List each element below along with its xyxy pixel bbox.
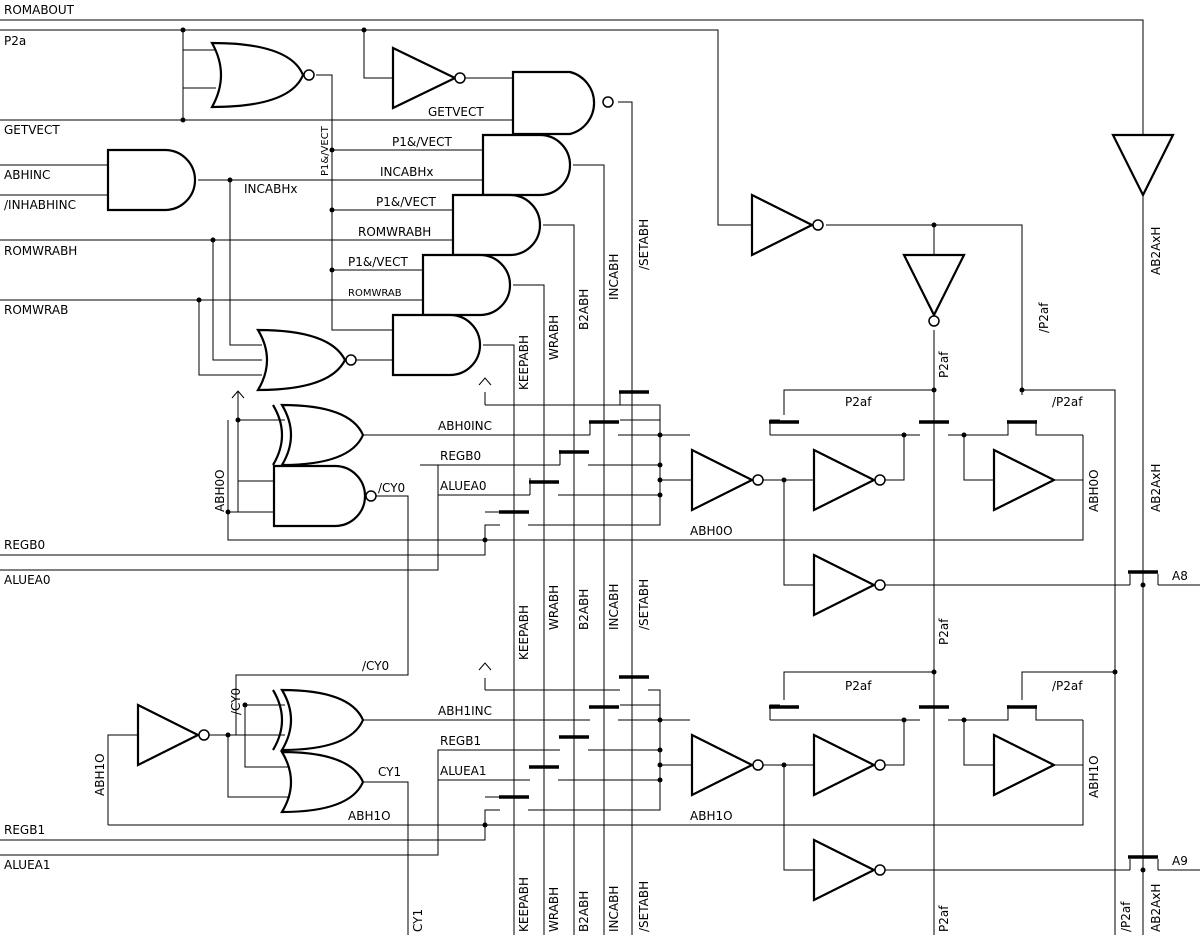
label-np2af-vert-bot: /P2af (1119, 901, 1133, 932)
label-incabh-top: INCABH (607, 254, 621, 300)
label-a8: A8 (1172, 569, 1188, 583)
label-romwrabh: ROMWRABH (4, 244, 77, 258)
label-aluea1: ALUEA1 (4, 858, 51, 872)
label-cy1: CY1 (378, 765, 401, 779)
label-b2abh-top: B2ABH (577, 289, 591, 330)
label-p2a: P2a (4, 34, 26, 48)
label-ab2axh-1: AB2AxH (1149, 227, 1163, 275)
label-abh1o-gate: ABH1O (348, 809, 391, 823)
label-wrabh-bot: WRABH (547, 887, 561, 932)
label-keepabh-bot: KEEPABH (517, 877, 531, 932)
label-p2af-vert-2: P2af (937, 618, 951, 645)
p2af-drivers (783, 224, 1116, 700)
gates (106, 41, 1175, 392)
label-incabhx-2: INCABHx (244, 182, 297, 196)
bit0-slice (0, 377, 1200, 735)
label-setabh-bot: /SETABH (637, 881, 651, 932)
label-np2af-h1: /P2af (1052, 395, 1083, 409)
label-setabh-mid: /SETABH (637, 579, 651, 630)
label-incabh-bot: INCABH (607, 886, 621, 932)
label-a9: A9 (1172, 854, 1188, 868)
bit1-slice (0, 662, 1200, 935)
label-abhinc: ABHINC (4, 168, 50, 182)
label-np2af-vert: /P2af (1037, 302, 1051, 333)
label-inhabhinc: /INHABHINC (4, 198, 76, 212)
label-abh1o-h: ABH1O (690, 809, 733, 823)
label-p1vect-vert: P1&/VECT (320, 125, 331, 176)
label-p2af-h1: P2af (845, 395, 872, 409)
label-p2af-vert-3: P2af (937, 905, 951, 932)
label-ncy0-b: /CY0 (362, 659, 389, 673)
label-abh0o-h: ABH0O (690, 524, 733, 538)
label-abh0inc: ABH0INC (438, 419, 492, 433)
label-keepabh-mid: KEEPABH (517, 605, 531, 660)
label-p1vect-1: P1&/VECT (392, 135, 452, 149)
label-regb1: REGB1 (4, 823, 45, 837)
label-aluea1-wire: ALUEA1 (440, 764, 487, 778)
label-romabout: ROMABOUT (4, 3, 75, 17)
label-romwrabh-wire: ROMWRABH (358, 225, 431, 239)
label-ncy0-vert: /CY0 (229, 688, 243, 715)
label-np2af-h2: /P2af (1052, 679, 1083, 693)
label-p1vect-3: P1&/VECT (348, 255, 408, 269)
label-getvect-wire: GETVECT (428, 105, 484, 119)
label-abh1inc: ABH1INC (438, 704, 492, 718)
label-p2af-vert-1: P2af (937, 351, 951, 378)
label-getvect: GETVECT (4, 123, 60, 137)
label-p2af-h2: P2af (845, 679, 872, 693)
label-incabh-mid: INCABH (607, 584, 621, 630)
label-cy1-bot: CY1 (411, 909, 425, 932)
label-aluea0: ALUEA0 (4, 573, 51, 587)
label-p1vect-2: P1&/VECT (376, 195, 436, 209)
label-abh0o-left: ABH0O (213, 469, 227, 512)
labels: ROMABOUT P2a GETVECT ABHINC /INHABHINC R… (4, 3, 1188, 932)
label-regb0: REGB0 (4, 538, 45, 552)
label-keepabh-top: KEEPABH (517, 335, 531, 390)
label-setabh-top: /SETABH (637, 219, 651, 270)
junctions (180, 27, 1146, 873)
label-incabhx-1: INCABHx (380, 165, 433, 179)
label-regb0-wire: REGB0 (440, 449, 481, 463)
label-abh1o-right: ABH1O (1087, 755, 1101, 798)
label-b2abh-mid: B2ABH (577, 589, 591, 630)
label-b2abh-bot: B2ABH (577, 891, 591, 932)
label-abh0o-right: ABH0O (1087, 469, 1101, 512)
label-aluea0-wire: ALUEA0 (440, 479, 487, 493)
label-ncy0: /CY0 (378, 481, 405, 495)
label-wrabh-top: WRABH (547, 315, 561, 360)
label-abh1o-left: ABH1O (93, 753, 107, 796)
label-ab2axh-2: AB2AxH (1149, 464, 1163, 512)
label-romwrab: ROMWRAB (4, 303, 68, 317)
label-regb1-wire: REGB1 (440, 734, 481, 748)
label-romwrab-wire: ROMWRAB (348, 288, 402, 299)
label-wrabh-mid: WRABH (547, 585, 561, 630)
control-buses (513, 102, 1144, 935)
label-ab2axh-3: AB2AxH (1149, 884, 1163, 932)
